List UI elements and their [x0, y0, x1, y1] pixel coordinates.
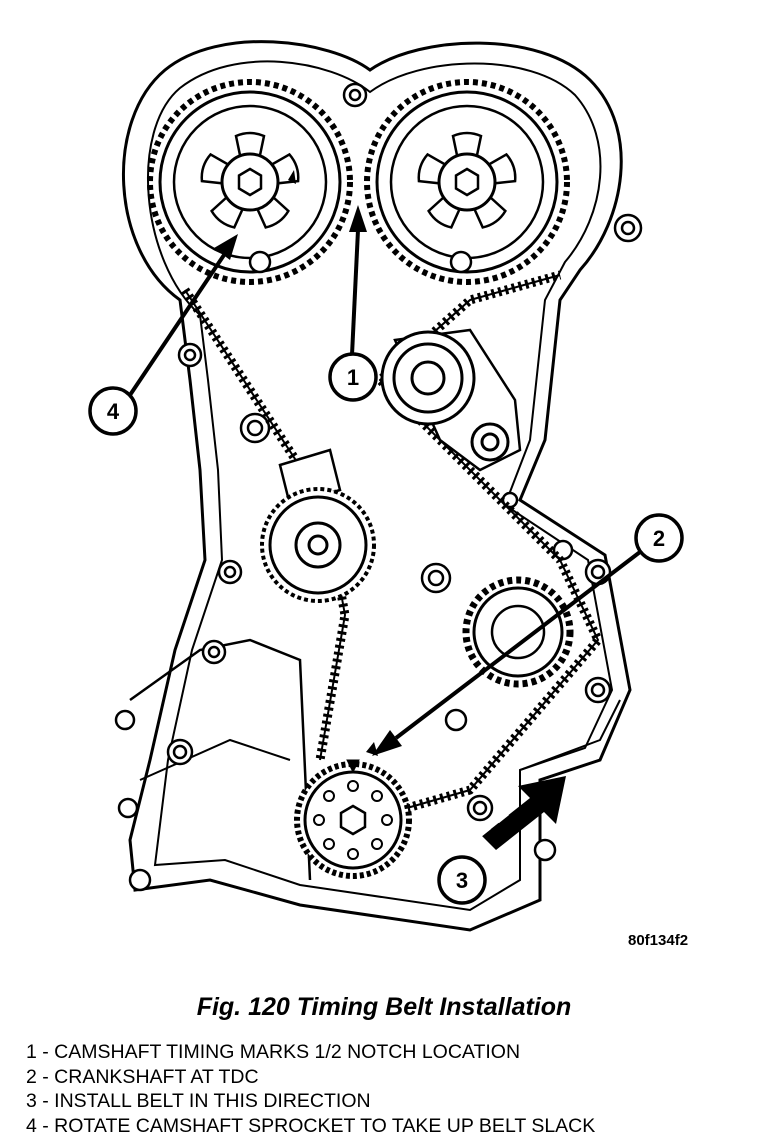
callout-2: 2: [636, 515, 682, 561]
timing-belt-diagram: 1 2 3 4: [0, 0, 768, 960]
figure-code: 80f134f2: [628, 932, 688, 949]
callout-2-number: 2: [653, 526, 665, 551]
callout-legend: 1 - CAMSHAFT TIMING MARKS 1/2 NOTCH LOCA…: [26, 1040, 595, 1138]
callout-1-leader: [349, 205, 367, 355]
callout-4: 4: [90, 388, 136, 434]
callout-3: 3: [439, 857, 485, 903]
callout-1: 1: [330, 354, 376, 400]
right-camshaft-sprocket: [367, 82, 567, 282]
callout-4-number: 4: [107, 399, 120, 424]
water-pump-sprocket: [466, 580, 570, 684]
legend-item-4: 4 - ROTATE CAMSHAFT SPROCKET TO TAKE UP …: [26, 1114, 595, 1138]
legend-item-3: 3 - INSTALL BELT IN THIS DIRECTION: [26, 1089, 595, 1114]
callout-1-number: 1: [347, 365, 359, 390]
legend-item-2: 2 - CRANKSHAFT AT TDC: [26, 1065, 595, 1090]
left-camshaft-sprocket: [150, 82, 350, 282]
idler-pulley: [382, 330, 520, 470]
tensioner-pulley: [262, 450, 374, 601]
install-direction-arrow: [480, 776, 566, 850]
crankshaft-sprocket: [297, 760, 409, 876]
callout-3-number: 3: [456, 868, 468, 893]
figure-caption: Fig. 120 Timing Belt Installation: [0, 993, 768, 1022]
legend-item-1: 1 - CAMSHAFT TIMING MARKS 1/2 NOTCH LOCA…: [26, 1040, 595, 1065]
